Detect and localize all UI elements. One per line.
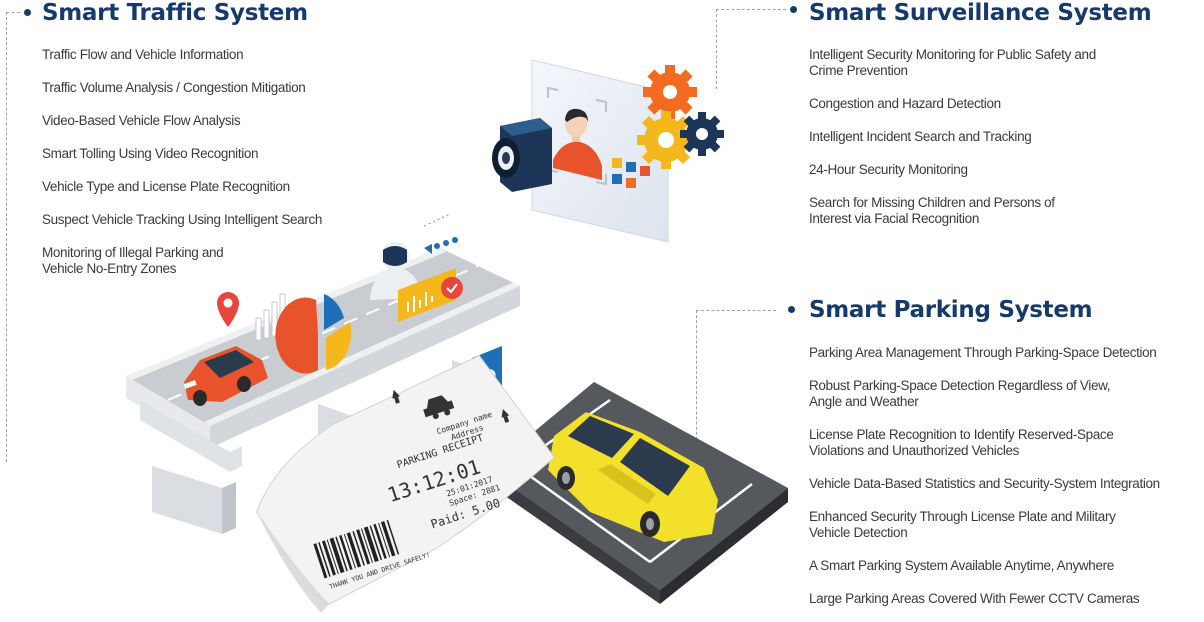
surveillance-connector-h — [716, 9, 786, 10]
surveillance-illustration — [492, 59, 724, 243]
data-square-icon — [626, 178, 636, 188]
traffic-bullet-dot — [24, 9, 31, 16]
smart-parking-list: Parking Area Management Through Parking-… — [809, 345, 1160, 607]
list-item: License Plate Recognition to Identify Re… — [809, 427, 1114, 458]
red-car-icon — [183, 346, 268, 406]
smart-parking-section: Smart Parking System Parking Area Manage… — [809, 297, 1160, 607]
data-square-icon — [626, 162, 636, 172]
data-square-icon — [612, 174, 622, 184]
arrow-up-icon — [501, 408, 510, 423]
location-pin-icon — [217, 292, 239, 327]
smart-surveillance-title: Smart Surveillance System — [809, 0, 1152, 26]
list-item: Robust Parking-Space Detection Regardles… — [809, 378, 1111, 409]
surveillance-connector-v — [716, 9, 717, 89]
surveillance-bullet-dot — [790, 6, 797, 13]
gear-navy-icon — [680, 112, 724, 156]
list-item: Vehicle Type and License Plate Recogniti… — [42, 179, 290, 194]
parking-connector-h — [696, 310, 776, 311]
smart-traffic-list: Traffic Flow and Vehicle Information Tra… — [42, 47, 322, 277]
data-square-icon — [612, 158, 622, 168]
arrow-up-icon — [392, 389, 400, 404]
receipt-barcode — [313, 519, 400, 579]
data-square-icon — [640, 166, 650, 176]
list-item: Search for Missing Children and Persons … — [809, 195, 1055, 226]
gear-orange-icon — [643, 65, 697, 119]
list-item: Traffic Volume Analysis / Congestion Mit… — [42, 80, 306, 95]
list-item: Traffic Flow and Vehicle Information — [42, 47, 244, 62]
smart-surveillance-section: Smart Surveillance System Intelligent Se… — [809, 0, 1152, 227]
traffic-connector-stub — [6, 12, 20, 13]
person-icon — [553, 108, 602, 180]
list-item: Video-Based Vehicle Flow Analysis — [42, 113, 241, 128]
cctv-camera-icon — [492, 118, 552, 192]
smart-traffic-section: Smart Traffic System Traffic Flow and Ve… — [42, 0, 322, 277]
list-item: 24-Hour Security Monitoring — [809, 162, 968, 177]
list-item: Intelligent Security Monitoring for Publ… — [809, 47, 1096, 78]
list-item: Vehicle Data-Based Statistics and Securi… — [809, 476, 1160, 491]
traffic-connector-line — [6, 12, 7, 462]
list-item: Monitoring of Illegal Parking and Vehicl… — [42, 245, 224, 276]
list-item: Parking Area Management Through Parking-… — [809, 345, 1157, 360]
chat-bubble-icon — [424, 237, 458, 254]
voice-check-card — [398, 268, 463, 322]
parking-connector-v — [696, 310, 697, 450]
bridge-pillar — [152, 466, 222, 534]
list-item: Smart Tolling Using Video Recognition — [42, 146, 259, 161]
smart-surveillance-list: Intelligent Security Monitoring for Publ… — [809, 47, 1151, 227]
receipt-car-icon — [423, 395, 455, 420]
pie-chart-icon — [275, 294, 352, 374]
list-item: Enhanced Security Through License Plate … — [809, 509, 1116, 540]
list-item: Intelligent Incident Search and Tracking — [809, 129, 1032, 144]
yellow-car-icon — [548, 412, 718, 542]
parking-bullet-dot — [788, 306, 795, 313]
list-item: A Smart Parking System Available Anytime… — [809, 558, 1114, 573]
list-item: Suspect Vehicle Tracking Using Intellige… — [42, 212, 323, 227]
list-item: Congestion and Hazard Detection — [809, 96, 1001, 111]
parking-lot: P — [472, 346, 788, 604]
smart-traffic-title: Smart Traffic System — [42, 0, 308, 26]
smart-parking-title: Smart Parking System — [809, 297, 1093, 323]
parking-receipt: Company name Address PARKING RECEIPT 13:… — [256, 355, 556, 614]
list-item: Large Parking Areas Covered With Fewer C… — [809, 591, 1140, 606]
